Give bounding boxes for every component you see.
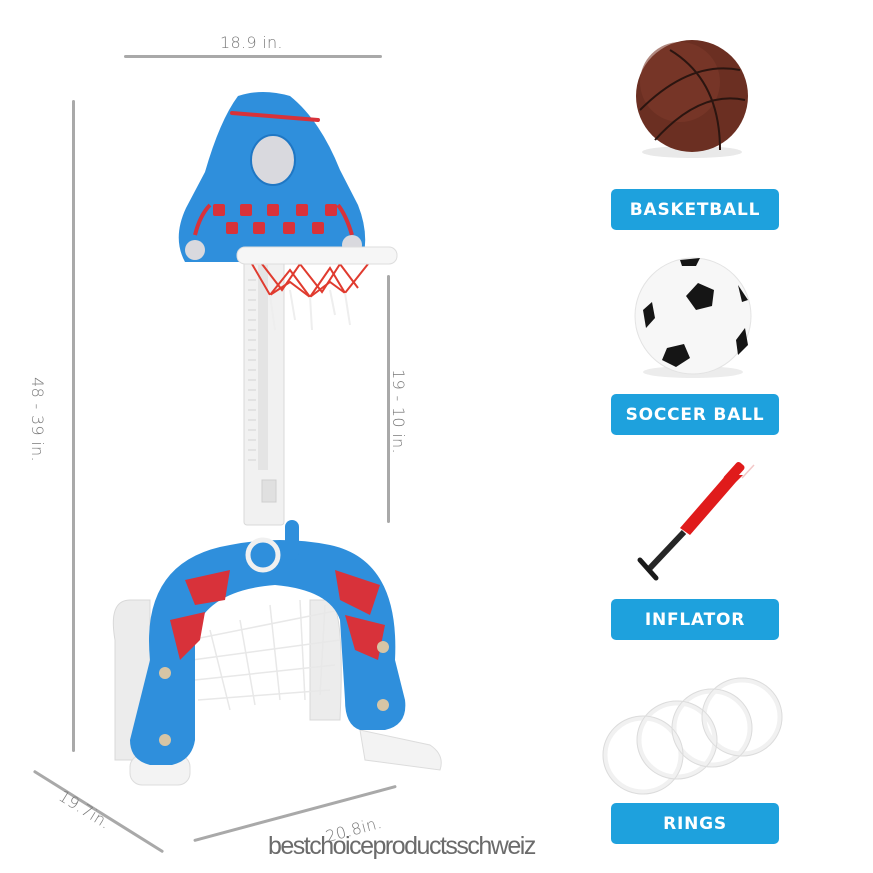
hoop-adjust-dimension-line (387, 275, 390, 523)
base-frame (112, 599, 442, 786)
rocket-goal-arch (130, 520, 406, 765)
watermark-text: bestchoiceproductsschweiz (268, 832, 536, 860)
pump-icon (637, 461, 755, 581)
inflator-label: INFLATOR (611, 599, 779, 640)
soccer-ball-label: SOCCER BALL (611, 394, 779, 435)
rocket-backboard (178, 92, 366, 262)
basketball-hoop (236, 246, 398, 331)
basketball-icon (636, 40, 748, 158)
height-dimension-line (72, 100, 75, 752)
top-width-dimension-line (124, 55, 382, 58)
rings-label: RINGS (611, 803, 779, 844)
soccer-goal-net (189, 599, 341, 711)
adjustable-pole (243, 254, 285, 526)
top-width-label: 18.9 in. (220, 33, 283, 52)
rings-icon (602, 677, 783, 795)
soccer-ball-icon (634, 257, 752, 378)
basketball-label: BASKETBALL (611, 189, 779, 230)
